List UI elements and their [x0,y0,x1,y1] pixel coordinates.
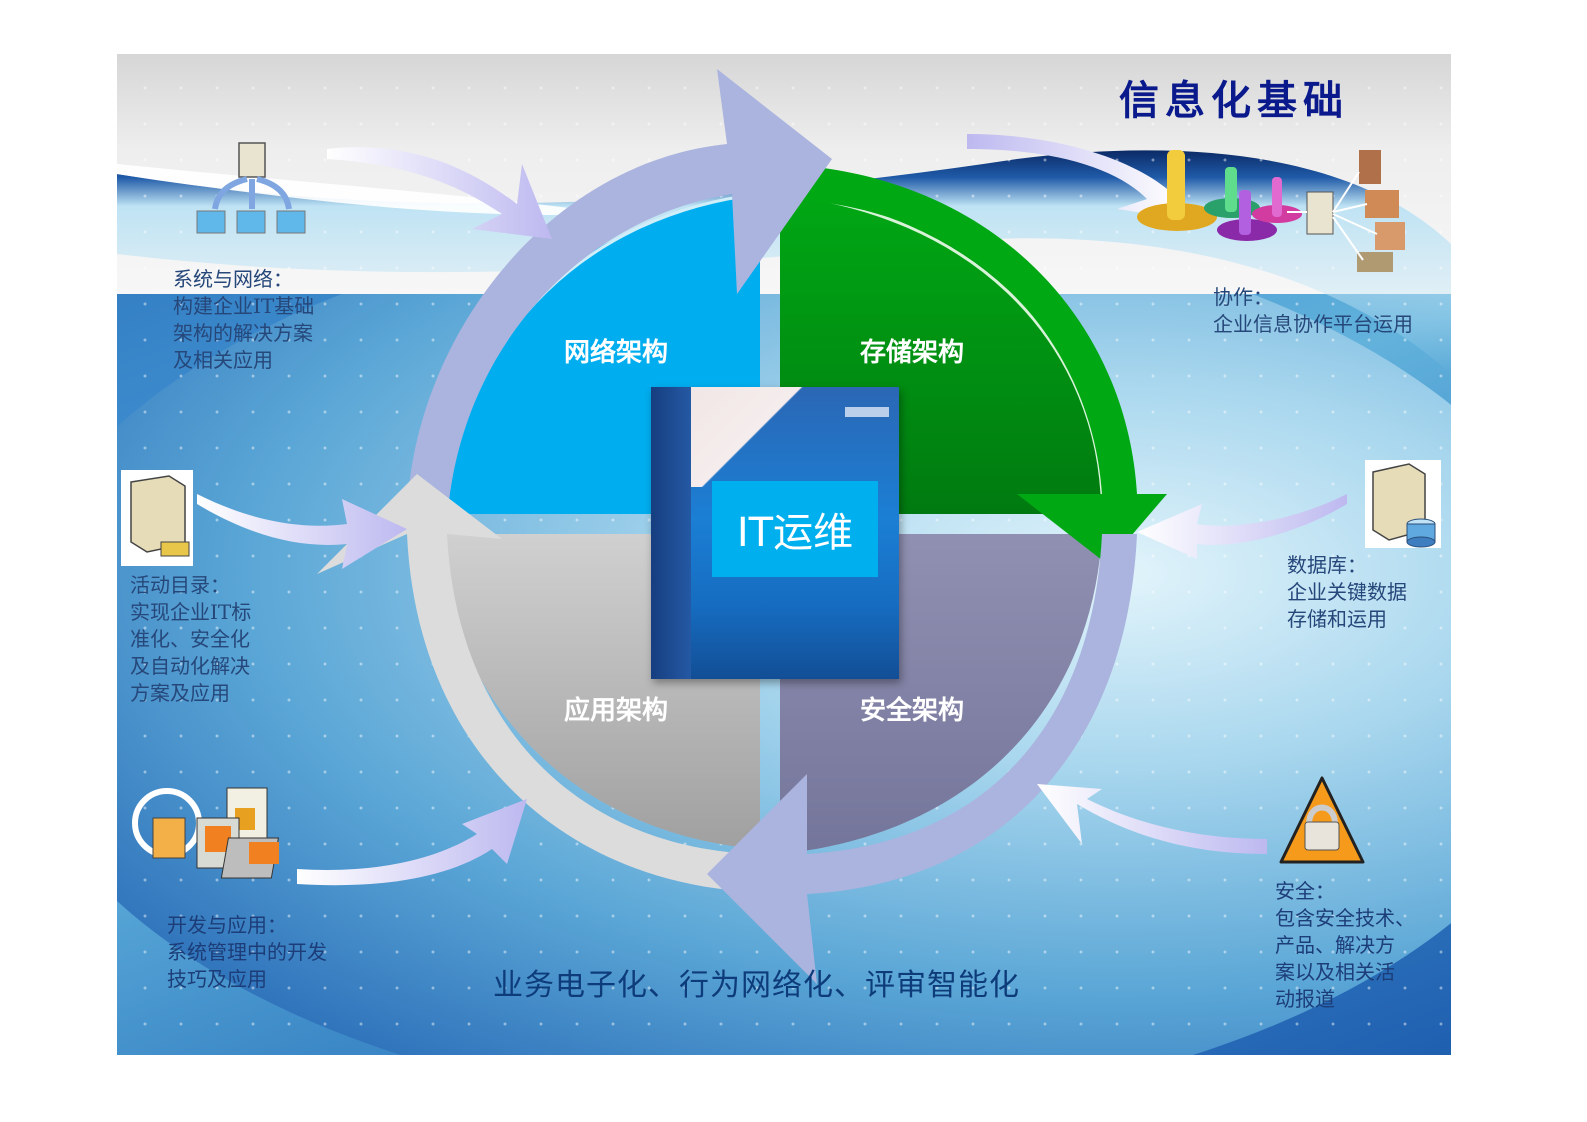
quadrant-label-security: 安全架构 [860,696,965,726]
box-corner-label [691,387,811,487]
it-ops-product-box: IT运维 [651,387,899,679]
server-network-icon [196,142,306,234]
caption-database: 数据库： 企业关键数据 存储和运用 [1287,553,1407,631]
caption-development: 开发与应用： 系统管理中的开发 技巧及应用 [167,913,327,991]
directory-server-icon [121,470,193,566]
box-brand-mark [845,407,889,417]
caption-security: 安全： 包含安全技术、 产品、解决方 案以及相关活 动报道 [1275,879,1415,1011]
quadrant-label-application: 应用架构 [564,696,669,726]
caption-system-network: 系统与网络： 构建企业IT基础 架构的解决方案 及相关应用 [173,267,315,372]
caption-collaboration: 协作： 企业信息协作平台运用 [1213,285,1413,336]
feeder-arrow-bottom-left [297,799,527,886]
feeder-arrow-left [197,494,407,569]
feeder-arrow-right [1137,494,1347,559]
feeder-arrow-top-left [327,147,552,239]
caption-active-directory: 活动目录： 实现企业IT标 准化、安全化 及自动化解决 方案及应用 [130,573,252,705]
collaboration-network-icon [1137,150,1405,272]
quadrant-label-network: 网络架构 [564,338,669,368]
slide: 信息化基础 [117,54,1451,1055]
security-lock-icon [1279,776,1365,864]
database-server-icon [1365,460,1441,548]
box-spine [651,387,691,679]
bottom-tagline: 业务电子化、行为网络化、评审智能化 [493,968,1020,1003]
feeder-arrow-bottom-right [1037,784,1267,854]
center-label: IT运维 [712,481,878,577]
slide-title: 信息化基础 [1119,77,1349,124]
dev-tools-icon [132,787,280,879]
quadrant-label-storage: 存储架构 [860,338,965,368]
